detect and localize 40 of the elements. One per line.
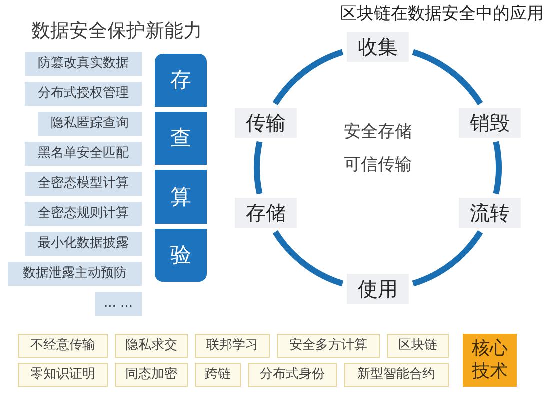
capability-tag: 黑名单安全匹配 [25, 142, 142, 166]
diagram-title: 区块链在数据安全中的应用 [339, 3, 544, 25]
stage-label: 使用 [347, 274, 409, 304]
capability-tag: ... ... [95, 292, 142, 316]
technology-tag: 分布式身份 [248, 363, 337, 387]
category-tab: 算 [155, 170, 207, 224]
category-tab: 查 [155, 112, 207, 165]
technology-tag: 安全多方计算 [277, 334, 380, 358]
center-text: 可信传输 [343, 154, 413, 177]
capability-tag: 全密态模型计算 [25, 172, 142, 196]
stage-label: 存储 [235, 198, 297, 228]
capability-tag: 数据泄露主动预防 [8, 262, 142, 286]
technology-tag: 隐私求交 [115, 334, 188, 358]
technology-tag: 联邦学习 [195, 334, 270, 358]
ring-arc [412, 49, 484, 106]
capability-tag: 隐私匿踪查询 [38, 112, 142, 136]
ring-arc [412, 230, 484, 287]
ring-arc [254, 142, 263, 194]
stage-label: 传输 [235, 108, 297, 138]
capability-tag: 分布式授权管理 [25, 82, 142, 106]
stage-label: 流转 [459, 198, 521, 228]
stage-label: 销毁 [459, 108, 521, 138]
technology-tag: 同态加密 [115, 363, 188, 387]
ring-arc [272, 230, 344, 287]
core-technology-tag: 核心技术 [463, 334, 517, 387]
ring-arc [272, 49, 344, 106]
capability-tag: 防篡改真实数据 [25, 52, 142, 76]
technology-tag: 不经意传输 [18, 334, 108, 358]
category-tab: 存 [155, 54, 207, 107]
stage-label: 收集 [347, 32, 409, 62]
technology-tag: 零知识证明 [18, 363, 108, 387]
panel-heading: 数据安全保护新能力 [30, 19, 204, 43]
technology-tag: 区块链 [387, 334, 449, 358]
capability-tag: 全密态规则计算 [25, 202, 142, 226]
category-tab: 验 [155, 229, 207, 282]
center-text: 安全存储 [343, 121, 413, 144]
ring-arc [493, 142, 502, 194]
technology-tag: 跨链 [195, 363, 241, 387]
technology-tag: 新型智能合约 [344, 363, 449, 387]
capability-tag: 最小化数据披露 [25, 232, 142, 256]
